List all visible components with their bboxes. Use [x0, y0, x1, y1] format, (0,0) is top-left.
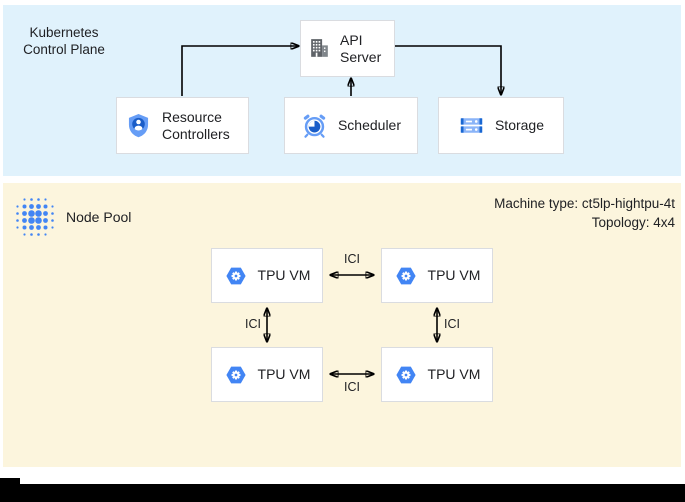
machine-type-text: Machine type: ct5lp-hightpu-4t: [494, 196, 675, 211]
node-label: Scheduler: [337, 117, 402, 133]
hexagon-gear-icon: [225, 366, 246, 383]
node-label: API Server: [340, 31, 382, 65]
node-label: TPU VM: [257, 366, 311, 382]
shield-user-icon: [128, 114, 149, 138]
node-scheduler: Scheduler: [284, 97, 418, 154]
control-plane-title: Kubernetes Control Plane: [12, 24, 116, 58]
node-label: Resource Controllers: [162, 108, 230, 142]
dot-cluster-icon: [16, 198, 54, 236]
bottom-bar: [0, 484, 685, 502]
hexagon-gear-icon: [225, 267, 246, 284]
hexagon-gear-icon: [395, 366, 416, 383]
node-label: Storage: [494, 117, 545, 133]
node-storage: Storage: [438, 97, 564, 154]
node-tpu-vm-1: TPU VM: [211, 248, 323, 303]
bottom-bar-notch: [0, 478, 20, 486]
ici-label-left: ICI: [245, 317, 261, 331]
node-pool-title: Node Pool: [66, 209, 132, 225]
node-label: TPU VM: [427, 366, 481, 382]
ici-label-top: ICI: [344, 252, 360, 266]
topology-text: Topology: 4x4: [591, 215, 675, 230]
machine-info: Machine type: ct5lp-hightpu-4t Topology:…: [494, 194, 675, 232]
ici-label-bottom: ICI: [344, 380, 360, 394]
node-resource-controllers: Resource Controllers: [116, 97, 249, 154]
building-icon: [311, 39, 328, 57]
control-plane-title-line2: Control Plane: [23, 42, 105, 57]
ici-label-right: ICI: [444, 317, 460, 331]
node-api-server: API Server: [300, 20, 395, 77]
control-plane-title-line1: Kubernetes: [29, 25, 99, 40]
server-stack-icon: [460, 118, 483, 133]
alarm-clock-icon: [303, 114, 326, 138]
hexagon-gear-icon: [395, 267, 416, 284]
node-label: TPU VM: [257, 267, 311, 283]
node-tpu-vm-3: TPU VM: [211, 347, 323, 402]
node-pool-panel: [3, 183, 681, 467]
node-label: TPU VM: [427, 267, 481, 283]
node-tpu-vm-4: TPU VM: [381, 347, 493, 402]
node-tpu-vm-2: TPU VM: [381, 248, 493, 303]
